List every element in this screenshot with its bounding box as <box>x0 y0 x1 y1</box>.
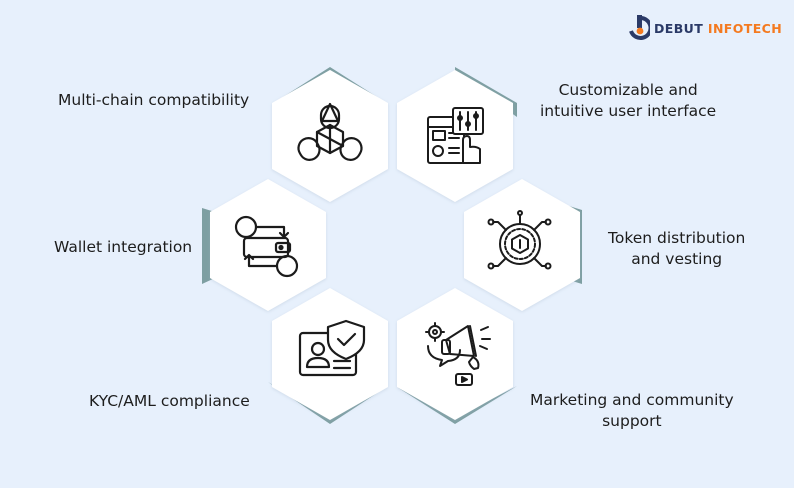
label-ui: Customizable and intuitive user interfac… <box>540 81 717 120</box>
label-wallet: Wallet integration <box>54 238 193 256</box>
hexagon-kyc <box>268 288 388 424</box>
brand-mark-icon <box>629 15 650 40</box>
chain-link-icon <box>297 102 363 161</box>
id-card-shield-icon <box>298 319 366 377</box>
brand-name-part2: INFOTECH <box>707 20 783 36</box>
label-token: Token distribution and vesting <box>608 229 746 268</box>
label-marketing: Marketing and community support <box>530 391 734 430</box>
hexagon-token <box>464 179 582 311</box>
label-kyc: KYC/AML compliance <box>89 392 250 410</box>
hexagon-wallet <box>202 179 326 311</box>
hexagon-ui <box>397 67 517 202</box>
megaphone-icon <box>425 322 491 386</box>
brand-name: DEBUT INFOTECH <box>654 21 782 36</box>
dashboard-interface-icon <box>427 107 484 164</box>
label-multi-chain: Multi-chain compatibility <box>58 91 250 109</box>
brand-name-part1: DEBUT <box>654 20 704 36</box>
brand-logo: DEBUT INFOTECH <box>628 14 782 42</box>
token-circuit-icon <box>487 210 552 270</box>
wallet-transfer-icon <box>234 215 299 278</box>
hexagon-marketing <box>397 288 517 424</box>
